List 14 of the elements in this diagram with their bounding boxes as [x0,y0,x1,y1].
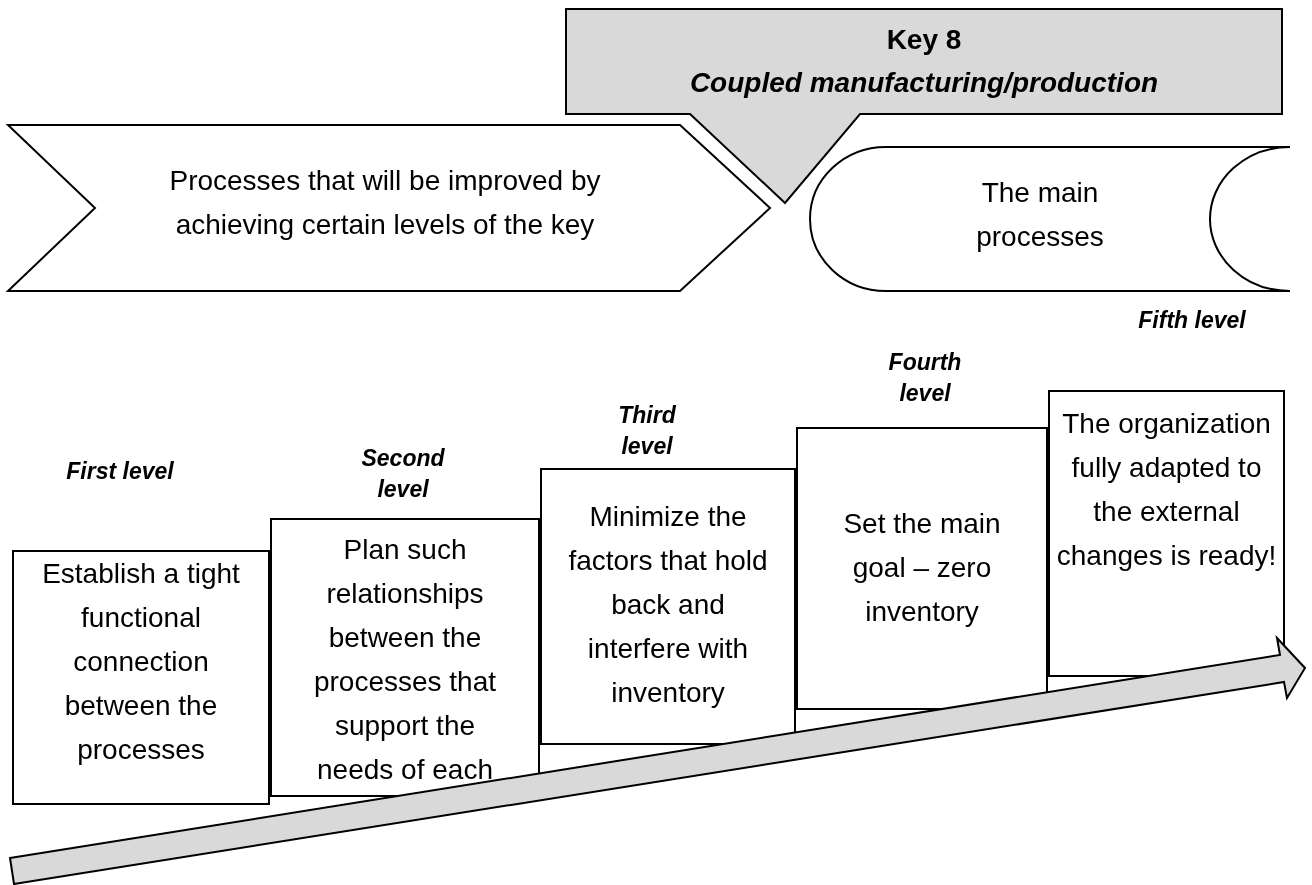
level-heading: Fourth level [887,348,963,408]
level-text: Establish a tight functional connection between the processes [41,557,241,767]
level-text: The organization fully adapted to the external changes is ready! [1056,407,1277,573]
process-text: The main processes [975,176,1105,254]
level-text: Plan such relationships between the processes that support the needs of each [312,533,498,787]
level-text: Minimize the factors that hold back and interfere with inventory [567,500,769,710]
level-text: Set the main goal – zero inventory [842,507,1002,629]
level-heading: Fifth level [1137,306,1247,335]
callout-title: Key 8 [885,23,963,57]
callout-subtitle: Coupled manufacturing/production [688,66,1160,100]
level-heading: Second level [360,444,446,504]
chevron-text: Processes that will be improved by achieving certain levels of the key [168,164,602,242]
level-heading: First level [65,457,175,486]
level-heading: Third level [617,401,677,461]
